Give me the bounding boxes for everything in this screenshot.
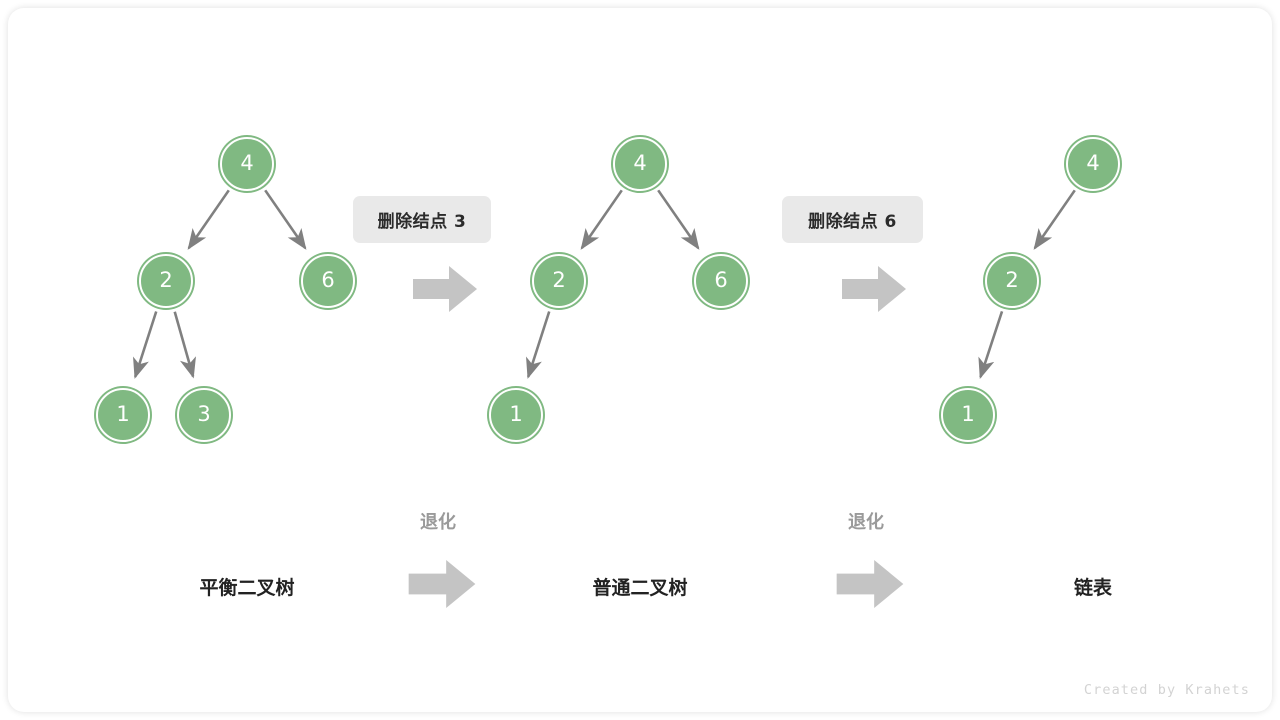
tree-node[interactable]: 6	[694, 254, 748, 308]
stage-ordinary: 普通二叉树	[592, 577, 688, 599]
tree-edge	[526, 311, 551, 379]
transition-label-degenerate-2: 退化	[848, 512, 884, 533]
tree-node-value: 6	[714, 267, 728, 292]
figure-canvas: 4 2 6 1 3 4 2 6 1 4 2 1 删除结点 3 删除结点 6 退化 退化平衡二叉树 普通二叉树…	[8, 8, 1272, 712]
tree-edge	[133, 311, 158, 379]
tree-edge	[978, 310, 1004, 379]
tree-node-value: 1	[116, 401, 130, 426]
tree-node-value: 1	[961, 401, 975, 426]
tree-node[interactable]: 4	[1066, 137, 1120, 191]
tree-node[interactable]: 4	[613, 137, 667, 191]
diagram-stage: 4 2 6 1 3 4 2 6 1 4 2 1 删除结点 3 删除结点 6 退化 退化平衡二叉树 普通二叉树…	[8, 8, 1272, 712]
tree-node-value: 2	[552, 267, 566, 292]
block-arrow-degenerate-2	[835, 559, 905, 609]
tree-node-value: 2	[159, 267, 173, 292]
tree-edge	[264, 189, 307, 250]
tree-node-value: 4	[633, 150, 647, 175]
tree-node[interactable]: 4	[220, 137, 274, 191]
operation-label-delete-3: 删除结点 3	[353, 196, 491, 243]
credit-watermark: Created by Krahets	[1083, 682, 1250, 698]
block-arrow-degenerate-1	[407, 559, 477, 609]
tree-node[interactable]: 1	[96, 388, 150, 442]
operation-label-delete-6: 删除结点 6	[782, 196, 923, 243]
tree-node[interactable]: 2	[139, 254, 193, 308]
tree-edge	[173, 311, 196, 379]
tree-edges-layer	[133, 189, 1076, 379]
tree-node[interactable]: 2	[985, 254, 1039, 308]
tree-edge-group	[133, 189, 1076, 379]
tree-node-value: 1	[509, 401, 523, 426]
stage-balanced: 平衡二叉树	[199, 577, 295, 599]
tree-node[interactable]: 2	[532, 254, 586, 308]
block-arrow-top-arrow-2	[842, 265, 906, 313]
tree-node[interactable]: 1	[941, 388, 995, 442]
tree-node-value: 6	[321, 267, 335, 292]
tree-node[interactable]: 3	[177, 388, 231, 442]
tree-node-value: 3	[197, 401, 211, 426]
tree-node-value: 4	[240, 150, 254, 175]
tree-node[interactable]: 1	[489, 388, 543, 442]
tree-edge	[1033, 189, 1076, 250]
block-arrow-top-arrow-1	[413, 265, 477, 313]
tree-edge	[187, 189, 230, 250]
tree-edge	[657, 189, 700, 250]
tree-node[interactable]: 6	[301, 254, 355, 308]
transition-label-degenerate-1: 退化	[420, 512, 456, 533]
stage-list: 链表	[1073, 577, 1112, 599]
tree-edge	[580, 189, 623, 250]
tree-node-value: 2	[1005, 267, 1019, 292]
tree-node-value: 4	[1086, 150, 1100, 175]
